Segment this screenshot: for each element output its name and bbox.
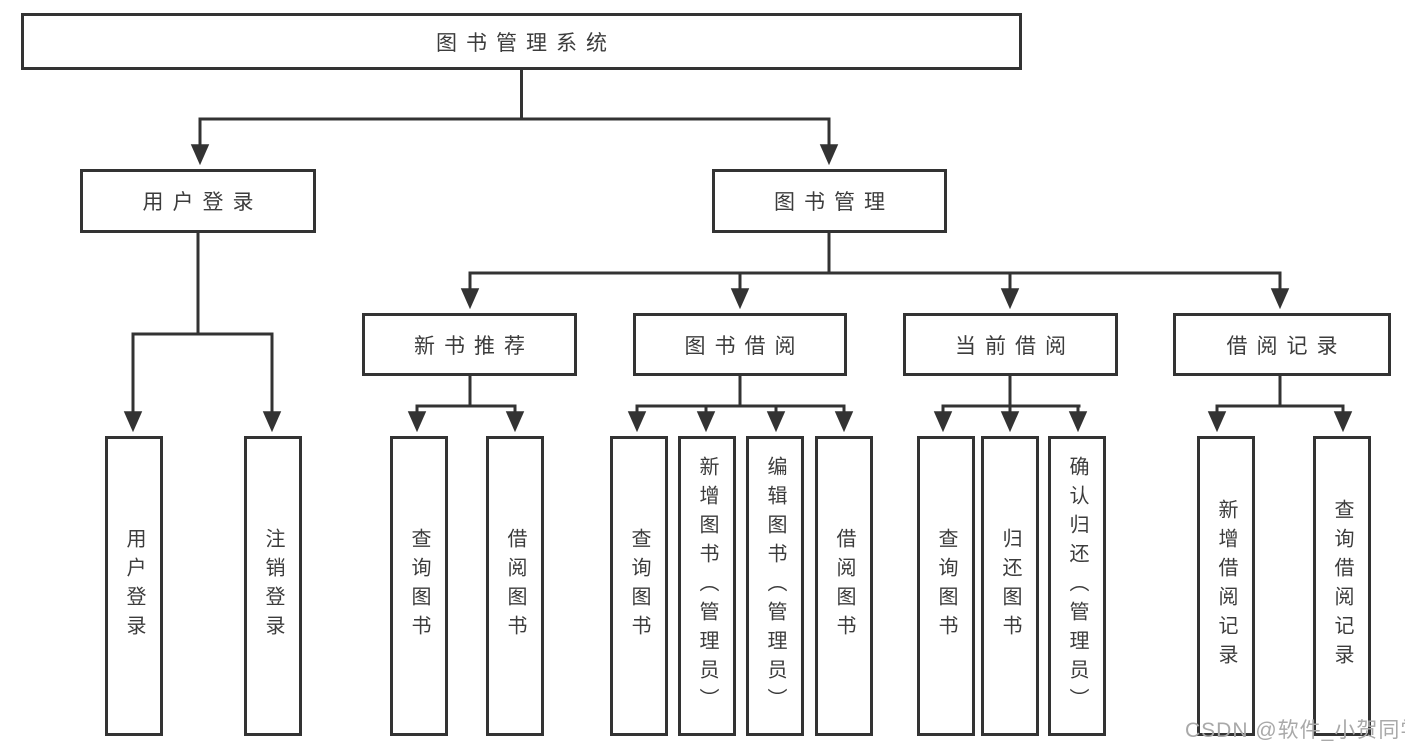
connector-currentborrow-to-leaves	[933, 376, 1088, 433]
node-borrowing-records: 借阅记录	[1173, 313, 1391, 376]
connector-bookborrow-to-leaves	[627, 376, 854, 433]
node-user-login: 用户登录	[80, 169, 316, 233]
leaf-add-books-admin: 新增图书（管理员）	[678, 436, 736, 736]
leaf-user-login-label: 用户登录	[123, 528, 145, 644]
node-root-system: 图书管理系统	[21, 13, 1022, 70]
csdn-watermark: CSDN @软件_小贺同学	[1185, 719, 1405, 742]
leaf-confirm-return-admin: 确认归还（管理员）	[1048, 436, 1106, 736]
leaf-query-books-recommend: 查询图书	[390, 436, 448, 736]
node-borrowing-records-label: 借阅记录	[1226, 334, 1347, 358]
leaf-edit-books-admin: 编辑图书（管理员）	[746, 436, 804, 736]
leaf-return-books: 归还图书	[981, 436, 1039, 736]
leaf-add-borrow-record: 新增借阅记录	[1197, 436, 1255, 736]
leaf-query-books-borrowing: 查询图书	[610, 436, 668, 736]
leaf-return-books-label: 归还图书	[999, 528, 1021, 644]
node-new-book-recommend: 新书推荐	[362, 313, 577, 376]
node-current-borrowing-label: 当前借阅	[955, 334, 1075, 358]
leaf-add-borrow-record-label: 新增借阅记录	[1215, 499, 1237, 673]
leaf-query-books-current: 查询图书	[917, 436, 975, 736]
leaf-borrow-books-recommend-label: 借阅图书	[504, 528, 526, 644]
leaf-user-login: 用户登录	[105, 436, 163, 736]
connector-bookmgmt-to-level3	[460, 233, 1290, 310]
leaf-borrow-books: 借阅图书	[815, 436, 873, 736]
leaf-edit-books-admin-label: 编辑图书（管理员）	[764, 455, 786, 717]
connector-root-to-level2	[190, 70, 839, 166]
node-book-borrowing: 图书借阅	[633, 313, 847, 376]
leaf-logout-label: 注销登录	[262, 528, 284, 644]
leaf-query-books-recommend-label: 查询图书	[408, 528, 430, 644]
node-book-management-label: 图书管理	[774, 191, 894, 214]
leaf-borrow-books-label: 借阅图书	[833, 528, 855, 644]
leaf-query-borrow-record: 查询借阅记录	[1313, 436, 1371, 736]
leaf-logout: 注销登录	[244, 436, 302, 736]
leaf-add-books-admin-label: 新增图书（管理员）	[696, 455, 718, 717]
leaf-query-books-borrowing-label: 查询图书	[628, 528, 650, 644]
leaf-query-borrow-record-label: 查询借阅记录	[1331, 499, 1353, 673]
connector-userlogin-to-leaves	[123, 233, 282, 433]
leaf-query-books-current-label: 查询图书	[935, 528, 957, 644]
node-new-book-recommend-label: 新书推荐	[414, 334, 534, 358]
node-user-login-label: 用户登录	[142, 191, 263, 214]
leaf-confirm-return-admin-label: 确认归还（管理员）	[1066, 455, 1088, 717]
leaf-borrow-books-recommend: 借阅图书	[486, 436, 544, 736]
node-book-management: 图书管理	[712, 169, 947, 233]
connector-newbookrec-to-leaves	[407, 376, 525, 433]
node-book-borrowing-label: 图书借阅	[684, 334, 805, 358]
node-current-borrowing: 当前借阅	[903, 313, 1118, 376]
connector-borrowrecords-to-leaves	[1207, 376, 1353, 433]
node-root-label: 图书管理系统	[436, 31, 616, 55]
